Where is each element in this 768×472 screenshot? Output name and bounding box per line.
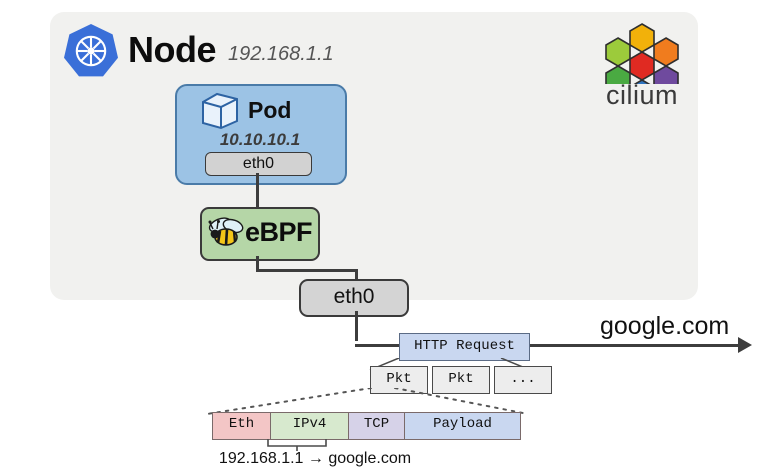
packet-expansion-dotted-lines <box>205 387 530 418</box>
arrow-right-icon <box>738 337 752 353</box>
cilium-logo: cilium <box>592 22 692 114</box>
destination-label: google.com <box>600 312 730 340</box>
pod-interface-eth0: eth0 <box>205 152 312 176</box>
pod-cube-icon <box>199 90 241 132</box>
hex-center <box>629 51 655 81</box>
packet-annotation: 192.168.1.1 → google.com <box>218 450 412 467</box>
hex-upper-left <box>605 37 631 67</box>
packet-field-tcp: TCP <box>349 413 405 439</box>
pod-label: Pod <box>248 97 292 123</box>
packet-field-eth: Eth <box>213 413 271 439</box>
hex-top <box>629 23 655 53</box>
connector-eth0-down <box>355 311 358 341</box>
wire-segment-left <box>365 344 405 347</box>
ebpf-label: eBPF <box>245 217 313 247</box>
connector-ebpf-down <box>256 256 259 272</box>
hex-upper-right <box>653 37 679 67</box>
host-interface-eth0: eth0 <box>299 279 409 317</box>
connector-into-host-eth0 <box>355 269 358 281</box>
packet-field-payload: Payload <box>405 413 520 439</box>
packet-box: Pkt <box>370 366 428 394</box>
packet-box: Pkt <box>432 366 490 394</box>
node-title: Node <box>128 29 217 70</box>
http-request-box: HTTP Request <box>399 333 530 361</box>
node-container <box>50 12 698 300</box>
ipv4-brace <box>266 438 328 451</box>
connector-pod-to-ebpf <box>256 173 259 208</box>
packet-field-ipv4: IPv4 <box>271 413 349 439</box>
node-ip-address: 192.168.1.1 <box>228 43 334 65</box>
connector-ebpf-across <box>256 269 358 272</box>
wire-segment-right <box>527 344 742 347</box>
ebpf-bee-icon <box>208 214 248 250</box>
packet-box-ellipsis: ... <box>494 366 552 394</box>
cilium-hexagons-icon <box>592 22 692 109</box>
cilium-wordmark: cilium <box>605 80 678 110</box>
pod-ip-address: 10.10.10.1 <box>219 130 301 149</box>
kubernetes-logo-icon <box>62 22 120 80</box>
